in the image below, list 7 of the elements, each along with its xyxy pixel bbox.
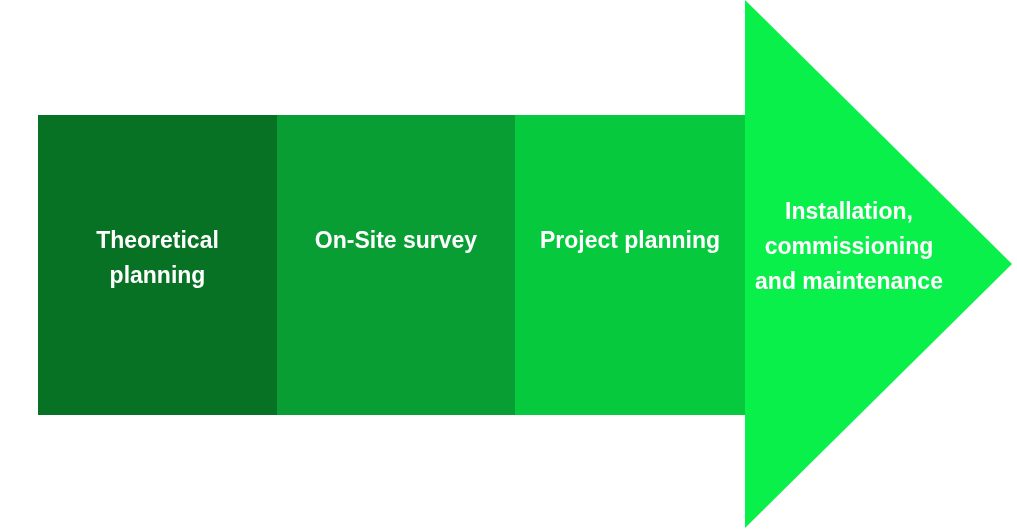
stage-label: On-Site survey (313, 226, 479, 255)
stage-box (38, 115, 277, 415)
stage-label: Project planning (538, 226, 722, 255)
stage-label: Theoretical planning (95, 226, 220, 290)
stage-label: Installation, commissioning and maintenance (754, 197, 944, 296)
stage-box (277, 115, 515, 415)
stage-box (515, 115, 745, 415)
